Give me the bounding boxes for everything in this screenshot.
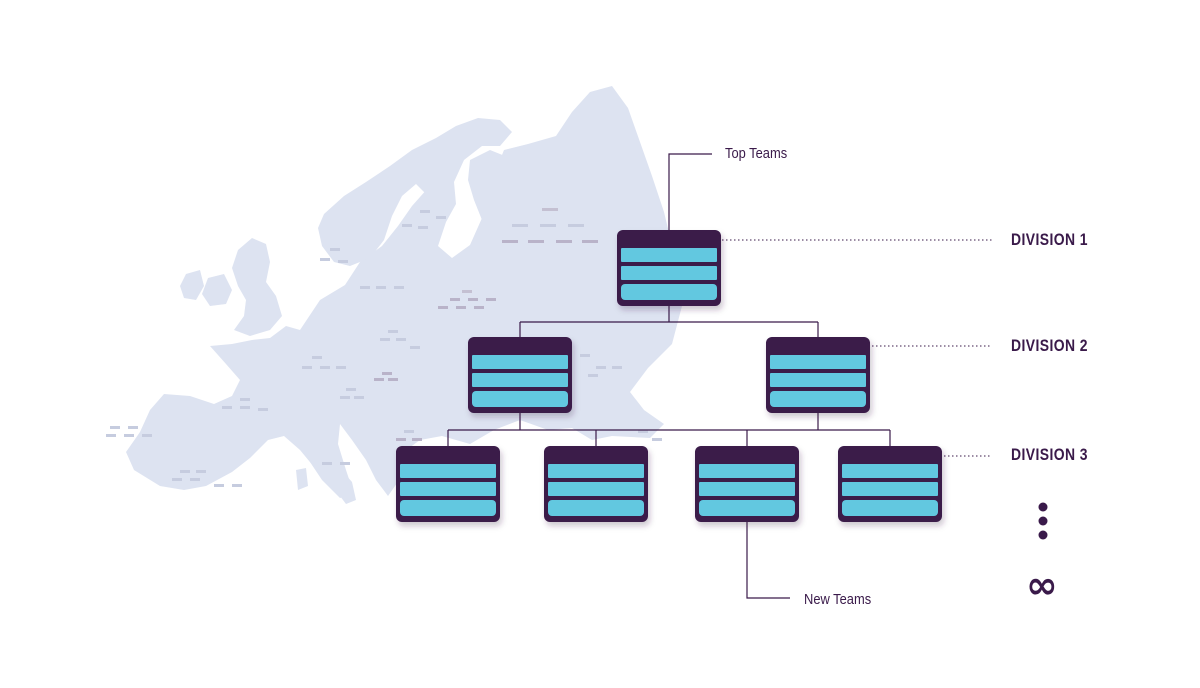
top-teams-callout-line	[668, 153, 712, 232]
division-2-label: DIVISION 2	[1011, 336, 1088, 355]
division-1-label: DIVISION 1	[1011, 230, 1088, 249]
league-table-icon	[617, 230, 721, 306]
league-table-icon	[468, 337, 572, 413]
infinity-icon: ∞	[1026, 563, 1058, 607]
league-table-icon	[396, 446, 500, 522]
league-table-icon	[838, 446, 942, 522]
division-guide-lines	[722, 239, 992, 457]
division-3-label: DIVISION 3	[1011, 445, 1088, 464]
league-table-icon	[695, 446, 799, 522]
more-divisions-ellipsis-icon	[1038, 502, 1048, 540]
new-teams-callout-line	[746, 520, 790, 599]
map-marks	[106, 208, 662, 487]
top-teams-label: Top Teams	[725, 145, 788, 162]
league-table-icon	[766, 337, 870, 413]
europe-map-icon	[126, 86, 682, 504]
new-teams-label: New Teams	[804, 591, 872, 608]
league-tables	[396, 230, 942, 522]
pyramid-connectors	[447, 153, 891, 599]
league-table-icon	[544, 446, 648, 522]
